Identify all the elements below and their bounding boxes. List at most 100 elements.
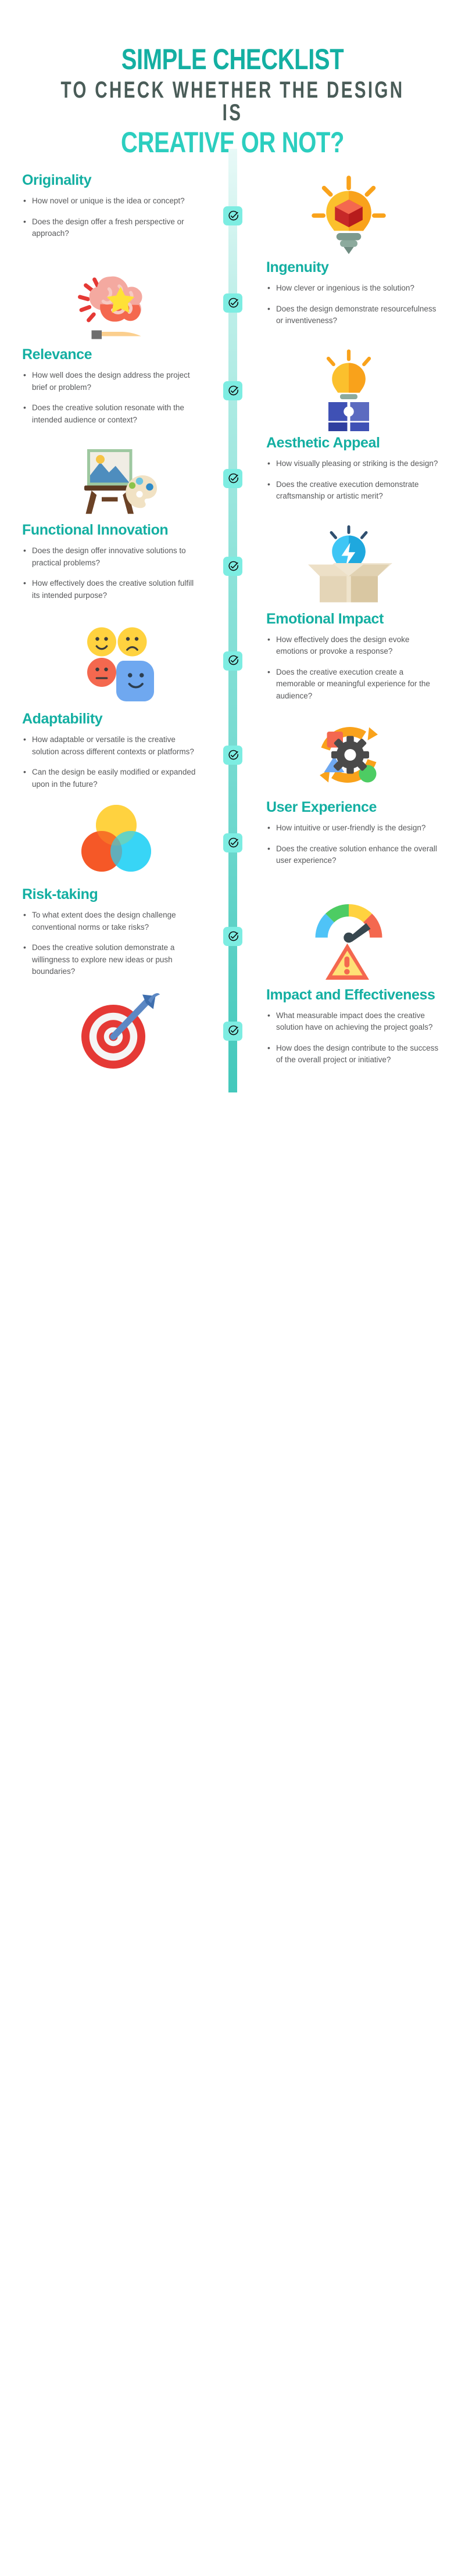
checklist-check-badge[interactable]	[223, 833, 242, 853]
easel-palette-icon	[73, 435, 160, 522]
check-circle-icon	[227, 473, 239, 485]
checklist-check-badge[interactable]	[223, 1021, 242, 1041]
section-icon-column	[233, 346, 465, 435]
check-circle-icon	[227, 837, 239, 849]
section-title: Aesthetic Appeal	[266, 435, 380, 452]
section-bullet-list: How effectively does the design evoke em…	[266, 633, 443, 703]
section-title: Originality	[22, 172, 92, 189]
dartboard-icon	[73, 987, 160, 1074]
section-text-column: User ExperienceHow intuitive or user-fri…	[233, 799, 465, 886]
section-bullet-item: How novel or unique is the idea or conce…	[22, 195, 199, 207]
check-circle-icon	[227, 561, 239, 572]
header-subtitle-line-2: To Check Whether the Design is	[60, 77, 405, 126]
section-bullet-item: Does the creative execution demonstrate …	[266, 478, 443, 503]
checklist-check-badge[interactable]	[223, 206, 242, 226]
section-icon-column	[233, 522, 465, 610]
check-circle-icon	[227, 931, 239, 943]
section-bullet-list: How visually pleasing or striking is the…	[266, 457, 443, 503]
section-bullet-item: How effectively does the creative soluti…	[22, 577, 199, 601]
section-text-column: Functional InnovationDoes the design off…	[0, 522, 233, 610]
header-title-line-1: Simple Checklist	[121, 43, 344, 76]
section-bullet-item: Can the design be easily modified or exp…	[22, 766, 199, 790]
section-bullet-list: How novel or unique is the idea or conce…	[22, 195, 199, 240]
section-bullet-item: Does the creative solution demonstrate a…	[22, 941, 199, 978]
checklist-sections: OriginalityHow novel or unique is the id…	[0, 172, 465, 1074]
checklist-check-badge[interactable]	[223, 557, 242, 576]
venn-circles-icon	[73, 799, 160, 886]
check-circle-icon	[227, 1025, 239, 1037]
checklist-section: OriginalityHow novel or unique is the id…	[0, 172, 465, 259]
section-bullet-item: How visually pleasing or striking is the…	[266, 457, 443, 470]
page-header: Simple Checklist To Check Whether the De…	[0, 0, 465, 172]
section-bullet-item: How does the design contribute to the su…	[266, 1042, 443, 1066]
section-bullet-list: How adaptable or versatile is the creati…	[22, 733, 199, 790]
checklist-check-badge[interactable]	[223, 293, 242, 313]
section-text-column: IngenuityHow clever or ingenious is the …	[233, 259, 465, 346]
checklist-check-badge[interactable]	[223, 381, 242, 401]
checklist-section: RelevanceHow well does the design addres…	[0, 346, 465, 435]
section-icon-column	[0, 799, 233, 886]
section-icon-column	[233, 172, 465, 259]
checklist-section: Functional InnovationDoes the design off…	[0, 522, 465, 610]
section-bullet-item: Does the creative solution resonate with…	[22, 402, 199, 426]
section-bullet-item: Does the design demonstrate resourcefuln…	[266, 303, 443, 327]
check-circle-icon	[227, 210, 239, 222]
section-text-column: OriginalityHow novel or unique is the id…	[0, 172, 233, 259]
section-text-column: RelevanceHow well does the design addres…	[0, 346, 233, 435]
checklist-section: IngenuityHow clever or ingenious is the …	[0, 259, 465, 346]
section-bullet-list: Does the design offer innovative solutio…	[22, 544, 199, 601]
gauge-warning-icon	[305, 893, 392, 980]
section-icon-column	[233, 711, 465, 799]
section-title: Emotional Impact	[266, 610, 384, 627]
section-bullet-item: Does the design offer a fresh perspectiv…	[22, 216, 199, 240]
section-bullet-item: How adaptable or versatile is the creati…	[22, 733, 199, 758]
section-bullet-item: Does the creative solution enhance the o…	[266, 843, 443, 867]
checklist-check-badge[interactable]	[223, 651, 242, 671]
section-bullet-list: To what extent does the design challenge…	[22, 909, 199, 978]
section-bullet-item: How intuitive or user-friendly is the de…	[266, 822, 443, 834]
section-title: Functional Innovation	[22, 522, 169, 539]
check-circle-icon	[227, 385, 239, 397]
section-bullet-list: How clever or ingenious is the solution?…	[266, 282, 443, 327]
section-bullet-item: How effectively does the design evoke em…	[266, 633, 443, 658]
check-circle-icon	[227, 655, 239, 667]
checklist-check-badge[interactable]	[223, 746, 242, 765]
section-text-column: Emotional ImpactHow effectively does the…	[233, 611, 465, 711]
section-text-column: Risk-taking To what extent does the desig…	[0, 886, 233, 987]
section-icon-column	[0, 987, 233, 1075]
puzzle-lightbulb-icon	[305, 347, 392, 434]
section-bullet-list: How intuitive or user-friendly is the de…	[266, 822, 443, 867]
box-lightbulb-icon	[305, 522, 392, 610]
section-text-column: Impact and EffectivenessWhat measurable …	[233, 987, 465, 1075]
section-bullet-list: What measurable impact does the creative…	[266, 1009, 443, 1066]
section-title: Risk-taking	[22, 886, 98, 903]
emoji-faces-icon	[73, 617, 160, 704]
section-icon-column	[0, 435, 233, 522]
section-bullet-item: How well does the design address the pro…	[22, 369, 199, 393]
gear-arrows-icon	[305, 711, 392, 798]
checklist-check-badge[interactable]	[223, 927, 242, 947]
section-title: Relevance	[22, 346, 92, 363]
checklist-section: Aesthetic AppealHow visually pleasing or…	[0, 435, 465, 522]
section-icon-column	[233, 886, 465, 987]
section-title: User Experience	[266, 799, 377, 816]
check-circle-icon	[227, 750, 239, 761]
section-title: Adaptability	[22, 711, 103, 728]
section-icon-column	[0, 259, 233, 346]
lightbulb-cube-icon	[305, 172, 392, 259]
checklist-section: Emotional ImpactHow effectively does the…	[0, 611, 465, 711]
checklist-section: Impact and EffectivenessWhat measurable …	[0, 987, 465, 1075]
section-bullet-item: How clever or ingenious is the solution?	[266, 282, 443, 295]
checklist-section: User ExperienceHow intuitive or user-fri…	[0, 799, 465, 886]
section-bullet-list: How well does the design address the pro…	[22, 369, 199, 426]
section-title: Impact and Effectiveness	[266, 986, 435, 1003]
checklist-check-badge[interactable]	[223, 469, 242, 489]
section-text-column: Aesthetic AppealHow visually pleasing or…	[233, 435, 465, 522]
section-bullet-item: What measurable impact does the creative…	[266, 1009, 443, 1034]
section-bullet-item: Does the design offer innovative solutio…	[22, 544, 199, 569]
check-circle-icon	[227, 298, 239, 309]
section-title: Ingenuity	[266, 259, 329, 276]
brain-star-hand-icon	[73, 259, 160, 346]
section-text-column: AdaptabilityHow adaptable or versatile i…	[0, 711, 233, 799]
section-bullet-item: To what extent does the design challenge…	[22, 909, 199, 933]
